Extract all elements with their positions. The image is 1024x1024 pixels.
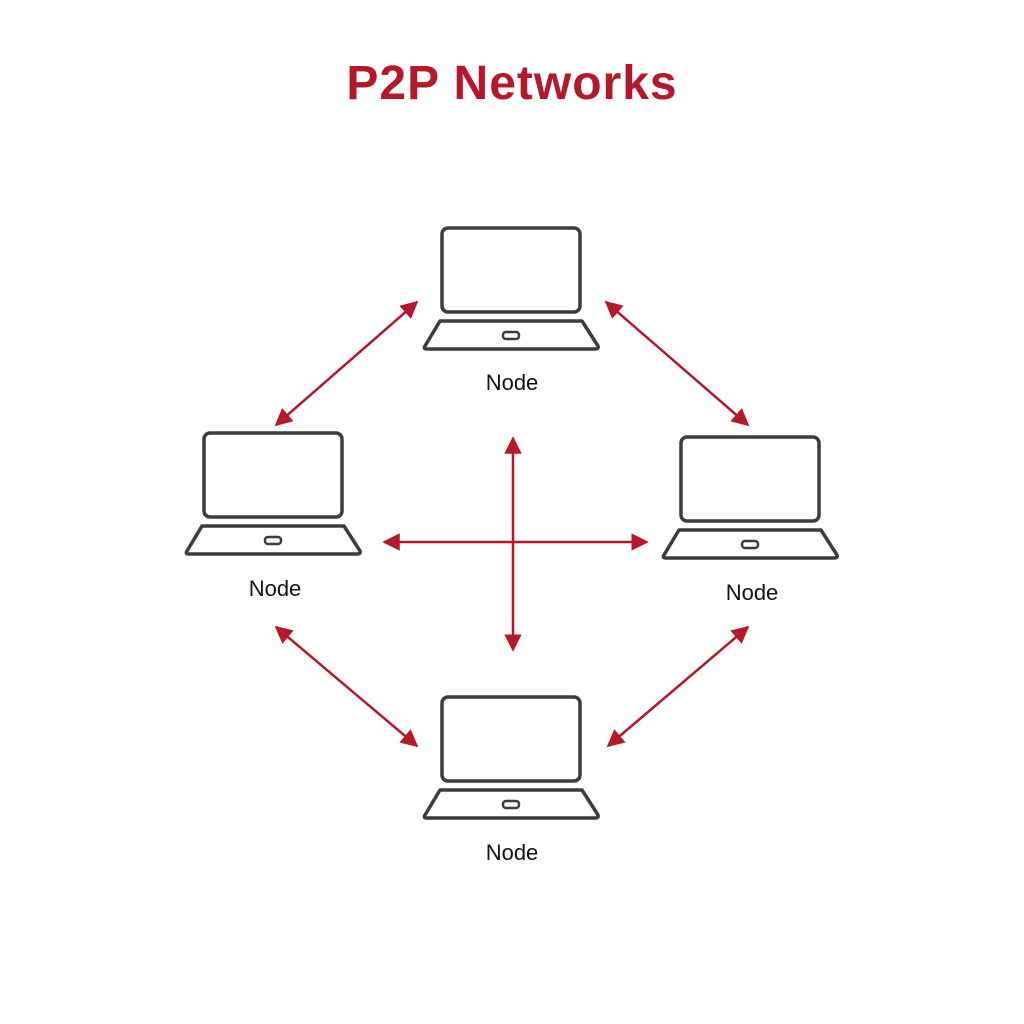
laptop-screen <box>202 431 344 519</box>
arrow-right-bottom <box>606 625 750 748</box>
laptop-trackpad <box>501 799 521 810</box>
laptop-trackpad <box>501 330 521 341</box>
node-label-left: Node <box>248 576 302 601</box>
diagram-title: P2P Networks <box>346 57 678 110</box>
node-label-top: Node <box>485 370 539 395</box>
laptop-base <box>184 524 362 556</box>
node-layer <box>184 226 839 820</box>
node-label-right: Node <box>725 580 779 605</box>
node-label-bottom: Node <box>485 840 539 865</box>
arrow-top-left <box>274 300 419 427</box>
laptop-screen <box>440 226 582 314</box>
laptop-trackpad <box>263 535 283 546</box>
laptop-trackpad <box>740 539 760 550</box>
arrow-left-bottom <box>274 625 419 748</box>
laptop-icon-left <box>184 431 362 556</box>
laptop-icon-bottom <box>422 695 600 820</box>
connection-layer <box>274 300 750 748</box>
arrow-top-right <box>604 300 750 427</box>
laptop-icon-top <box>422 226 600 351</box>
laptop-icon-right <box>661 435 839 560</box>
laptop-base <box>422 788 600 820</box>
laptop-screen <box>440 695 582 783</box>
laptop-screen <box>679 435 821 523</box>
laptop-base <box>422 319 600 351</box>
laptop-base <box>661 528 839 560</box>
